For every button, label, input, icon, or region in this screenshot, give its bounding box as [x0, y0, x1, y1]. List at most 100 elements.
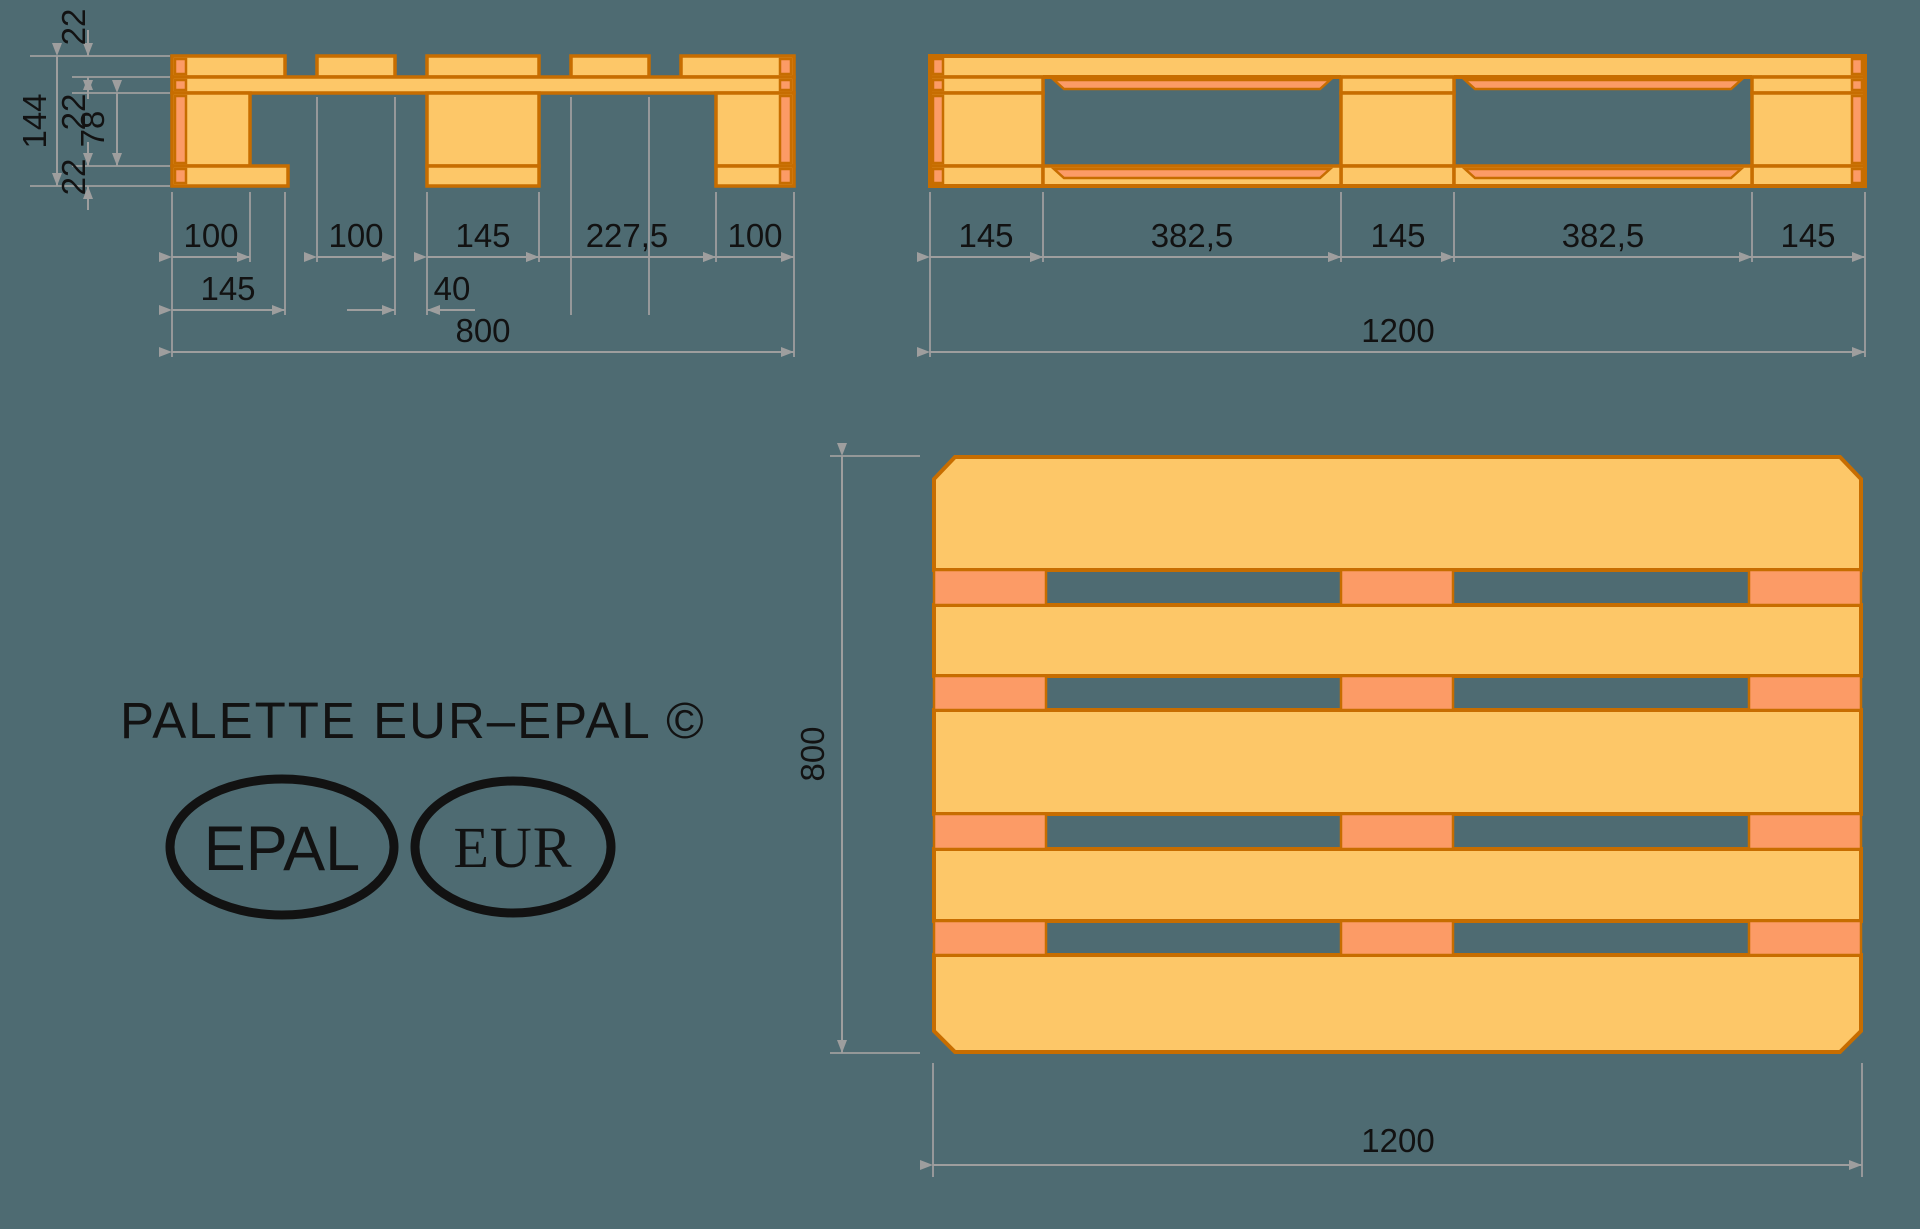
side-view-dimensions: 145 382,5 145 382,5 145 1200: [917, 192, 1866, 357]
eur-logo-ellipse: [410, 776, 616, 918]
top-deck-board: [569, 54, 651, 79]
end-grain: [173, 94, 188, 165]
top-deck-board: [315, 54, 397, 79]
chamfered-board: [1461, 78, 1745, 91]
top-deck-board: [425, 54, 541, 79]
top-deck-board: [932, 603, 1863, 678]
block-column-right: [1750, 75, 1867, 188]
bottom-board: [425, 164, 541, 188]
dim-label: 145: [958, 217, 1013, 254]
dim-label: 145: [1780, 217, 1835, 254]
block: [425, 91, 541, 168]
board-edge-line: [1043, 75, 1341, 79]
top-deck-board: [928, 54, 1867, 79]
end-grain: [173, 78, 188, 92]
bottom-board: [714, 164, 796, 188]
block: [1747, 812, 1863, 851]
end-grain: [173, 57, 188, 76]
bottom-board: [1750, 164, 1867, 188]
epal-logo-ellipse: [165, 774, 399, 920]
gap-row: [932, 674, 1863, 712]
dim-label: 227,5: [586, 217, 669, 254]
bottom-board: [1339, 164, 1456, 188]
block: [928, 91, 1045, 168]
bottom-board: [928, 164, 1045, 188]
top-deck-board: [932, 708, 1863, 816]
block: [1339, 812, 1455, 851]
dim-label: 382,5: [1151, 217, 1234, 254]
epal-logo-text: EPAL: [204, 814, 360, 884]
end-grain: [1850, 78, 1864, 92]
title-block: PALETTE EUR–EPAL © EPAL EUR: [120, 692, 706, 920]
top-deck-board: [679, 54, 796, 79]
end-grain: [931, 167, 945, 185]
dim-label: 144: [16, 93, 53, 148]
end-grain: [778, 57, 793, 76]
end-grain: [931, 94, 945, 165]
block: [1747, 919, 1863, 957]
block: [932, 919, 1048, 957]
end-grain: [1850, 94, 1864, 165]
end-grain: [778, 94, 793, 165]
dim-label: 100: [183, 217, 238, 254]
epal-logo: EPAL: [165, 774, 399, 920]
dim-label: 22: [55, 9, 92, 46]
block: [932, 674, 1048, 712]
fork-opening-right: [1452, 75, 1754, 188]
end-grain: [1850, 167, 1864, 185]
end-grain: [173, 167, 188, 185]
end-grain: [778, 167, 793, 185]
dim-label: 800: [455, 312, 510, 349]
cross-board: [928, 75, 1045, 95]
chamfered-board: [1461, 167, 1745, 180]
top-view: [932, 455, 1863, 1054]
dim-label: 22: [55, 159, 92, 196]
top-deck-board: [932, 455, 1863, 572]
gap-row: [932, 568, 1863, 607]
eur-logo-text: EUR: [454, 815, 573, 880]
top-deck-board: [932, 847, 1863, 923]
block: [1747, 674, 1863, 712]
block: [1339, 674, 1455, 712]
dim-label: 22: [55, 94, 92, 131]
dim-label: 78: [74, 111, 111, 148]
cross-board: [1339, 75, 1456, 95]
fork-opening-left: [1041, 75, 1343, 188]
side-view: [928, 54, 1867, 188]
board-edge-line: [1454, 75, 1752, 79]
dim-label: 800: [794, 726, 831, 781]
dim-label: 100: [727, 217, 782, 254]
dim-label: 145: [200, 270, 255, 307]
block: [932, 812, 1048, 851]
dim-label: 145: [455, 217, 510, 254]
drawing-title: PALETTE EUR–EPAL ©: [120, 692, 706, 749]
cross-board: [170, 75, 796, 95]
end-view-horizontal-dimensions: 100 100 145 227,5 100 145 40 800: [159, 97, 795, 357]
top-deck-board: [170, 54, 287, 79]
block: [1747, 568, 1863, 607]
end-view: [170, 54, 796, 188]
dim-label: 100: [328, 217, 383, 254]
gap-row: [932, 919, 1863, 957]
chamfered-board: [1050, 78, 1334, 91]
end-grain: [1850, 57, 1864, 76]
block-column-center: [1339, 75, 1456, 188]
block-column-left: [928, 75, 1045, 188]
bottom-board: [170, 164, 290, 188]
top-view-dimensions: 800 1200: [794, 443, 1863, 1177]
end-grain: [931, 57, 945, 76]
end-grain: [931, 78, 945, 92]
block: [1339, 568, 1455, 607]
pallet-outline: [928, 54, 1867, 188]
block: [932, 568, 1048, 607]
block: [1339, 919, 1455, 957]
gap-row: [932, 812, 1863, 851]
block: [1750, 91, 1867, 168]
dim-label: 382,5: [1562, 217, 1645, 254]
eur-logo: EUR: [410, 776, 616, 918]
dim-label: 40: [434, 270, 471, 307]
end-view-vertical-dimensions: 22 144 22 78 22: [16, 9, 170, 210]
dim-label: 1200: [1361, 312, 1434, 349]
